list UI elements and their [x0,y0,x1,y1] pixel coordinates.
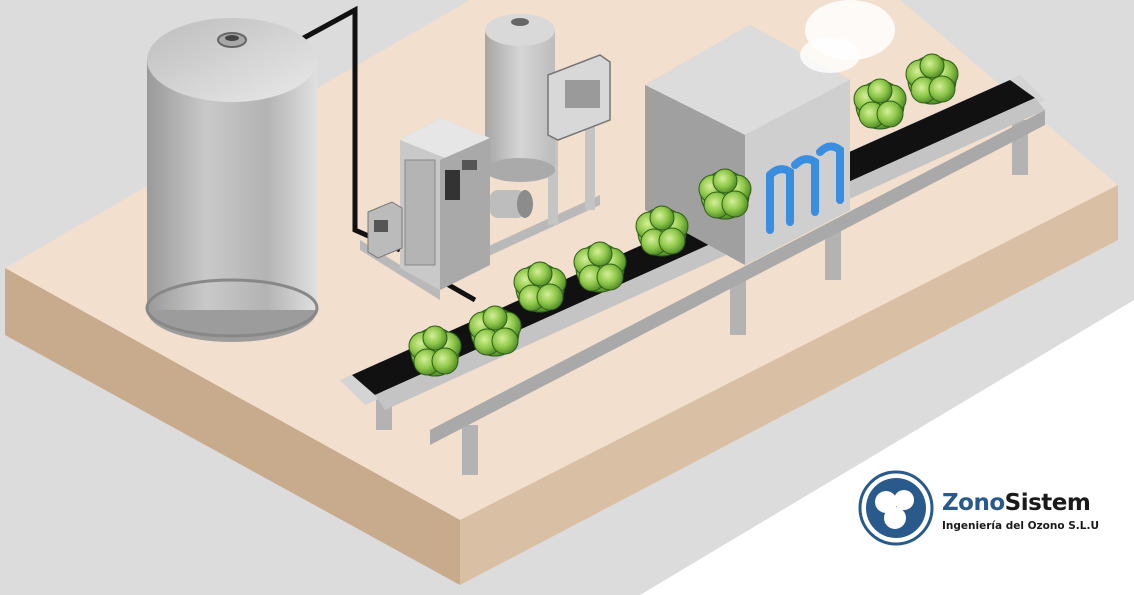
brand-tagline: Ingeniería del Ozono S.L.U [942,520,1099,532]
lettuce-icon [698,168,752,220]
brand-name-part2: Sistem [1004,490,1091,516]
brand-name-part1: Zono [942,490,1005,516]
brand-logo: ZonoSistem Ingeniería del Ozono S.L.U [858,470,1128,550]
ozone-generator-icon [360,14,611,300]
ozone-pipes-icon [766,142,844,234]
platform-side-right [460,185,1118,585]
lettuce-icon [853,78,907,130]
conveyor-belt-icon [340,75,1045,445]
treatment-chamber-icon [645,0,895,265]
lettuce-icon [513,261,567,313]
zonosistem-logo-icon [858,470,934,546]
lettuce-icon [408,325,462,377]
lettuce-icon [468,305,522,357]
lettuce-icon [573,241,627,293]
lettuce-icon [635,205,689,257]
storage-tank-icon [145,18,319,342]
background-light-strip [640,300,1134,595]
lettuce-icon [905,53,959,105]
brand-name: ZonoSistem [942,490,1091,516]
platform-side-left [5,268,460,585]
